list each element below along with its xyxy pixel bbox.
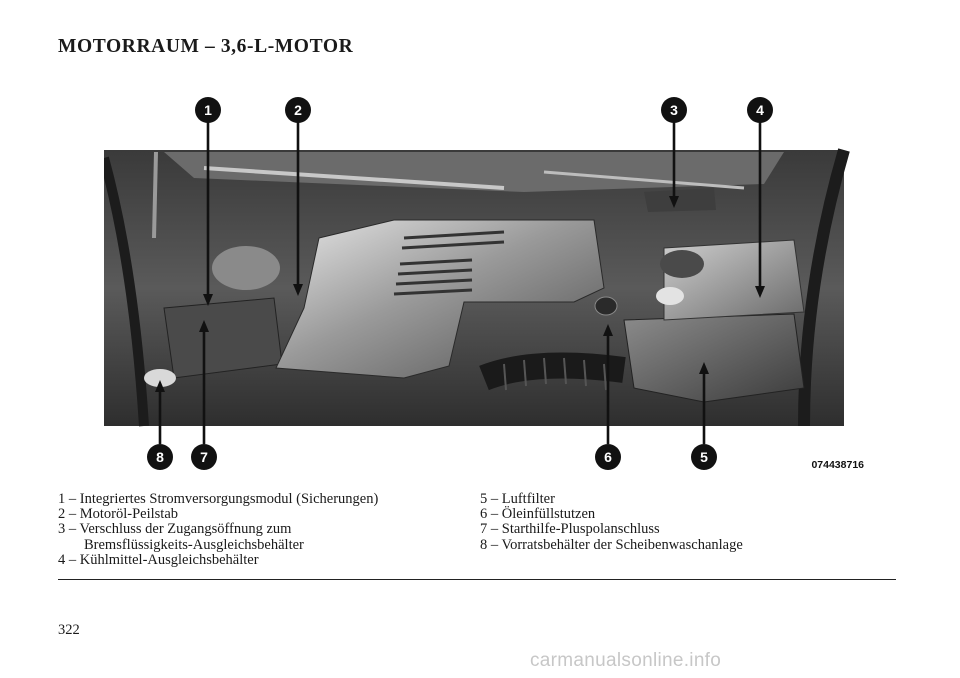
oil-fill-cap — [594, 296, 618, 316]
power-module — [163, 297, 283, 379]
svg-text:7: 7 — [200, 449, 208, 465]
legend-item-5: 5 – Luftfilter — [480, 491, 555, 507]
engine-cover — [275, 219, 605, 379]
svg-text:8: 8 — [156, 449, 164, 465]
callout-6: 6 — [595, 444, 621, 470]
callout-4: 4 — [747, 97, 773, 123]
dome-cap — [212, 246, 280, 290]
watermark: carmanualsonline.info — [530, 650, 722, 671]
callout-2: 2 — [285, 97, 311, 123]
cowl-panel — [164, 152, 784, 192]
svg-text:6: 6 — [604, 449, 612, 465]
engine-bay-illustration: 1 2 3 4 8 7 6 5 074438716 — [104, 97, 864, 471]
callout-1: 1 — [195, 97, 221, 123]
svg-text:3: 3 — [670, 102, 678, 118]
footer-divider — [58, 579, 896, 581]
coolant-cap — [660, 250, 704, 278]
legend-item-6: 6 – Öleinfüllstutzen — [480, 506, 596, 523]
legend-right-column: 5 – Luftfilter 6 – Öleinfüllstutzen 7 – … — [480, 491, 900, 553]
svg-text:5: 5 — [700, 449, 708, 465]
legend-item-1: 1 – Integriertes Stromversorgungsmodul (… — [58, 491, 379, 507]
legend-item-7: 7 – Starthilfe-Pluspolanschluss — [480, 521, 660, 538]
image-code: 074438716 — [811, 459, 864, 471]
reservoir-cap — [656, 287, 684, 305]
callout-5: 5 — [691, 444, 717, 470]
washer-cap — [144, 369, 176, 387]
page-title: MOTORRAUM – 3,6-L-MOTOR — [58, 36, 354, 57]
svg-text:4: 4 — [756, 102, 764, 118]
brake-access-cover — [644, 188, 716, 212]
page-number: 322 — [58, 622, 80, 638]
legend-item-4: 4 – Kühlmittel-Ausgleichsbehälter — [58, 551, 259, 568]
callout-7: 7 — [191, 444, 217, 470]
engine-bay-figure: 1 2 3 4 8 7 6 5 074438716 — [104, 88, 866, 478]
callout-8: 8 — [147, 444, 173, 470]
legend-left-column: 1 – Integriertes Stromversorgungsmodul (… — [58, 491, 478, 568]
air-filter-box — [623, 313, 805, 403]
callout-3: 3 — [661, 97, 687, 123]
svg-text:2: 2 — [294, 102, 302, 118]
legend-item-3: 3 – Verschluss der Zugangsöffnung zum — [58, 521, 292, 538]
legend-item-3-continued: Bremsflüssigkeits-Ausgleichsbehälter — [84, 536, 304, 553]
legend-item-2: 2 – Motoröl-Peilstab — [58, 506, 179, 523]
legend-item-8: 8 – Vorratsbehälter der Scheibenwaschanl… — [480, 536, 743, 553]
svg-text:1: 1 — [204, 102, 212, 118]
